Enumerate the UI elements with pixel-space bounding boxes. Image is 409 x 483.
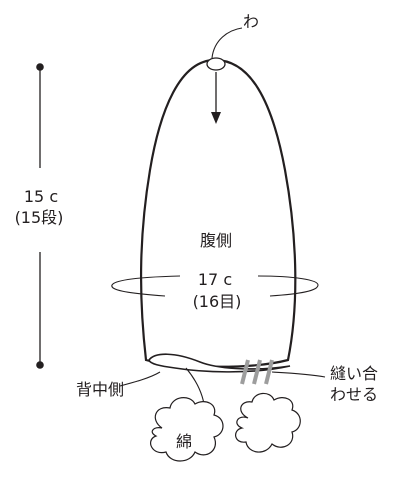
stitch-mark-1 xyxy=(240,359,250,385)
stuffing-label: 綿 xyxy=(176,432,193,451)
sew-label-line2: わせる xyxy=(330,385,379,404)
cotton-stuffing-2-icon xyxy=(235,392,301,453)
stitch-mark-2 xyxy=(252,359,262,385)
body-outline xyxy=(139,58,297,368)
stitch-mark-3 xyxy=(264,359,274,385)
cotton-stuffing-icon xyxy=(150,397,224,462)
width-value-label: 17 c xyxy=(197,270,233,289)
fold-label: わ xyxy=(243,12,260,31)
height-rows-label: (15段) xyxy=(14,208,64,227)
back-side-label: 背中側 xyxy=(76,380,125,399)
width-stitches-label: (16目) xyxy=(192,292,242,311)
sew-leader xyxy=(271,371,326,378)
height-dimension xyxy=(36,63,44,369)
fold-ring xyxy=(206,57,226,71)
fold-leader xyxy=(211,27,243,59)
direction-arrow-icon xyxy=(211,112,221,124)
sew-label-line1: 縫い合 xyxy=(330,364,379,383)
stitch-marks xyxy=(240,359,274,385)
back-side-leader xyxy=(119,371,161,387)
circumference-ring-right xyxy=(257,275,319,297)
circumference-ring-left xyxy=(111,275,181,297)
back-flap xyxy=(148,353,291,373)
front-side-label: 腹側 xyxy=(199,231,232,250)
height-end-dot-bottom xyxy=(36,361,44,369)
height-end-dot-top xyxy=(36,63,44,71)
height-value-label: 15 c xyxy=(23,187,59,206)
